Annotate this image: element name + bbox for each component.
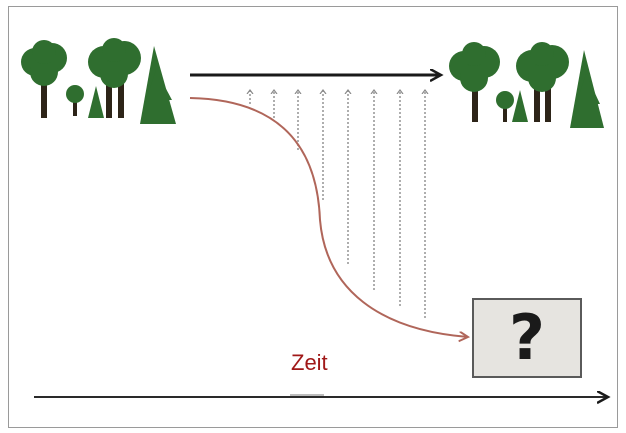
time-label: Zeit — [291, 350, 328, 375]
forest-target-icon — [449, 42, 604, 128]
forest-start-icon — [21, 38, 176, 124]
restoration-arrows — [250, 90, 425, 318]
question-mark: ? — [509, 301, 545, 374]
unknown-outcome-box: ? — [472, 298, 582, 378]
decline-curve — [189, 97, 468, 337]
